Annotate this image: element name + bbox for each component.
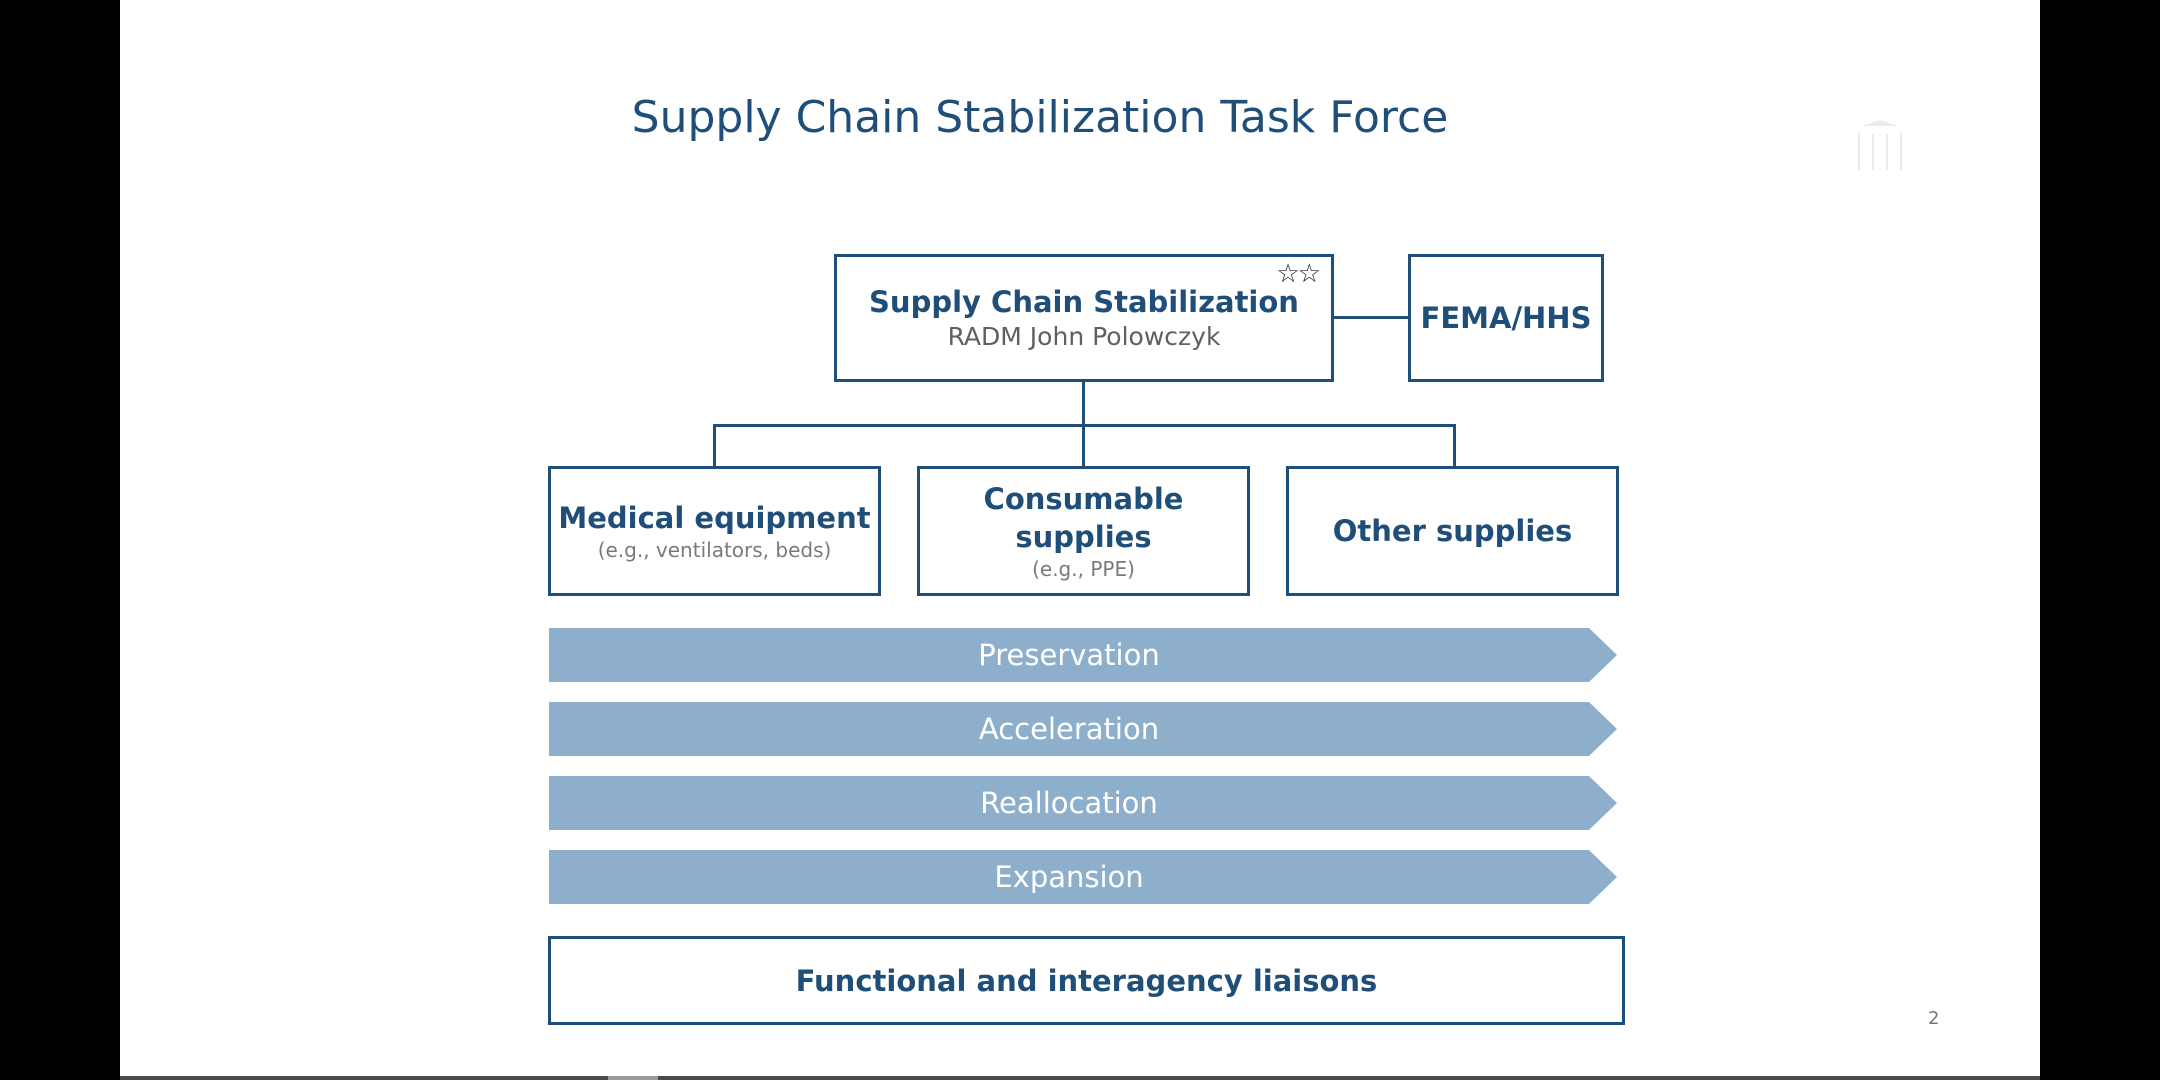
branch-title: Other supplies <box>1332 514 1573 548</box>
phase-arrow-expansion: Expansion <box>549 850 1617 904</box>
connector-branch-2 <box>1082 424 1085 468</box>
phase-arrow-acceleration: Acceleration <box>549 702 1617 756</box>
phase-arrow-reallocation: Reallocation <box>549 776 1617 830</box>
branch-subtitle: (e.g., ventilators, beds) <box>597 538 832 562</box>
phase-arrow-preservation: Preservation <box>549 628 1617 682</box>
partner-title: FEMA/HHS <box>1420 301 1592 335</box>
liaisons-box: Functional and interagency liaisons <box>548 936 1625 1025</box>
branch-consumable-supplies: Consumable supplies (e.g., PPE) <box>917 466 1250 596</box>
playback-progress-bar[interactable] <box>120 1076 2040 1080</box>
liaisons-title: Functional and interagency liaisons <box>795 963 1378 998</box>
slide-title: Supply Chain Stabilization Task Force <box>631 92 1449 143</box>
phase-label: Acceleration <box>978 712 1160 746</box>
org-head-title: Supply Chain Stabilization <box>869 285 1299 319</box>
arrow-shape <box>549 776 1617 830</box>
phase-label: Expansion <box>994 860 1144 894</box>
branch-subtitle: (e.g., PPE) <box>1032 557 1135 581</box>
partner-box: FEMA/HHS <box>1408 254 1604 382</box>
arrow-shape <box>549 702 1617 756</box>
progress-thumb[interactable] <box>608 1076 658 1080</box>
phase-label: Reallocation <box>980 786 1158 820</box>
branch-medical-equipment: Medical equipment (e.g., ventilators, be… <box>548 466 881 596</box>
arrow-shape <box>549 850 1617 904</box>
rank-stars-icon: ☆☆ <box>1276 259 1321 289</box>
arrow-shape <box>549 628 1617 682</box>
connector-branch-3 <box>1453 424 1456 468</box>
page-number: 2 <box>1928 1008 1940 1029</box>
org-head-person: RADM John Polowczyk <box>947 322 1221 351</box>
capitol-building-icon <box>1858 120 1902 170</box>
connector-branch-1 <box>713 424 716 468</box>
branch-title: Consumable supplies <box>983 482 1184 554</box>
branch-other-supplies: Other supplies <box>1286 466 1619 596</box>
branch-title: Medical equipment <box>558 501 871 535</box>
connector-head-down <box>1082 382 1085 426</box>
slide: Supply Chain Stabilization Task Force ☆☆… <box>120 0 2040 1076</box>
org-head-box: ☆☆ Supply Chain Stabilization RADM John … <box>834 254 1334 382</box>
phase-label: Preservation <box>978 638 1160 672</box>
